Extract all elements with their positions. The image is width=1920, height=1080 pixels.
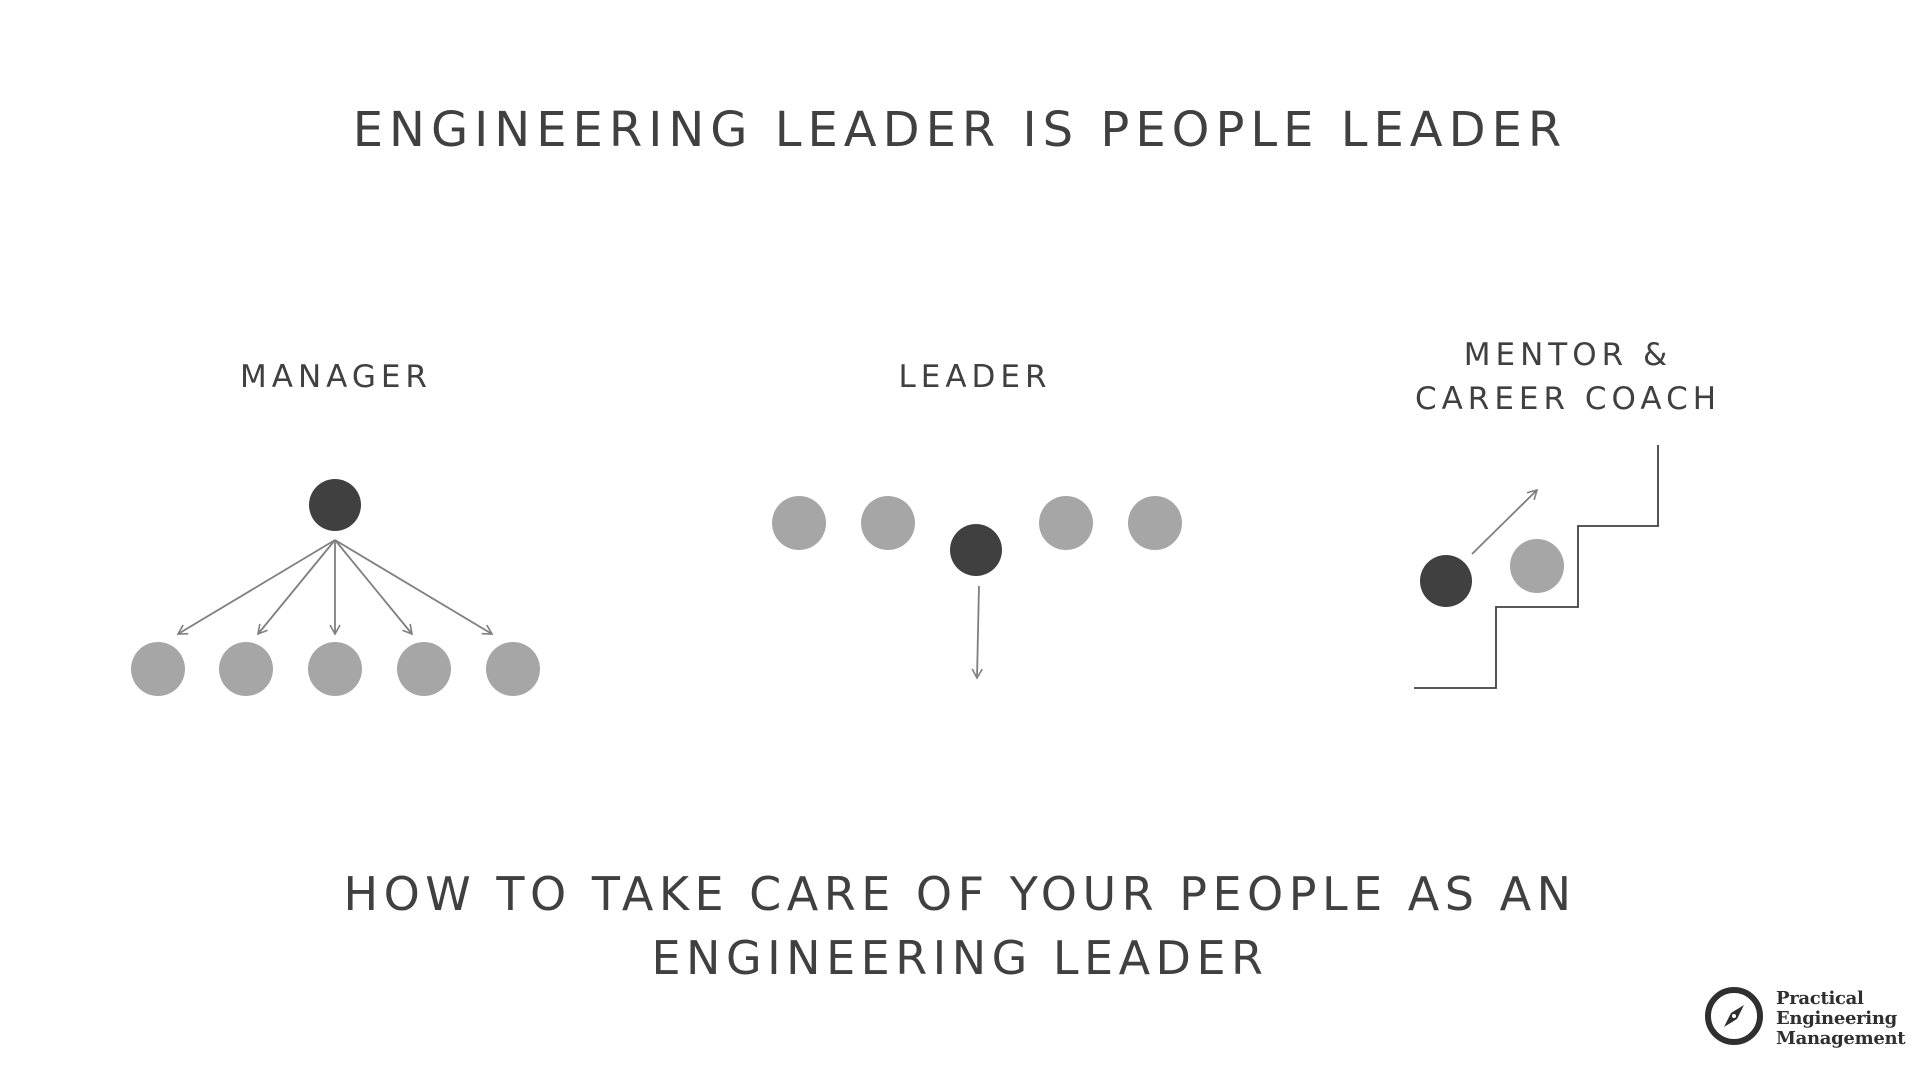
growth-arrow [1471, 488, 1539, 555]
brand-name: Practical Engineering Management [1776, 988, 1906, 1049]
mentor-label: MENTOR & CAREER COACH [1368, 333, 1768, 421]
manager-arrow-1 [176, 539, 336, 635]
brand-line1: Practical [1776, 988, 1864, 1009]
leader-node [950, 524, 1002, 576]
manager-arrow-4 [334, 539, 414, 636]
page-title: ENGINEERING LEADER IS PEOPLE LEADER [352, 102, 1568, 158]
manager-arrow-5 [334, 539, 494, 635]
career-stairs [1414, 445, 1659, 689]
team-node-1 [772, 496, 826, 550]
subtitle-line2: ENGINEERING LEADER [651, 931, 1269, 985]
team-node-2 [861, 496, 915, 550]
manager-arrow-2 [256, 539, 336, 636]
compass-icon [1705, 987, 1763, 1045]
brand-line3: Management [1776, 1028, 1906, 1049]
leader-label: LEADER [898, 359, 1052, 395]
report-node-1 [131, 642, 185, 696]
team-node-3 [1039, 496, 1093, 550]
report-node-5 [486, 642, 540, 696]
manager-diagram [131, 479, 540, 696]
manager-node [309, 479, 361, 531]
report-node-2 [219, 642, 273, 696]
leader-diagram [772, 496, 1182, 680]
mentor-label-line1: MENTOR & [1463, 337, 1673, 373]
brand-logo: Practical Engineering Management [1704, 986, 1906, 1050]
mentor-diagram [1414, 445, 1659, 689]
subtitle-line1: HOW TO TAKE CARE OF YOUR PEOPLE AS AN [343, 867, 1577, 921]
subtitle: HOW TO TAKE CARE OF YOUR PEOPLE AS AN EN… [0, 862, 1920, 990]
team-node-4 [1128, 496, 1182, 550]
leader-arrow [971, 585, 983, 680]
report-node-3 [308, 642, 362, 696]
mentor-label-line2: CAREER COACH [1414, 381, 1722, 417]
report-node-4 [397, 642, 451, 696]
mentor-node [1420, 555, 1472, 607]
manager-label: MANAGER [240, 359, 432, 395]
mentee-node [1510, 539, 1564, 593]
brand-line2: Engineering [1776, 1008, 1897, 1029]
